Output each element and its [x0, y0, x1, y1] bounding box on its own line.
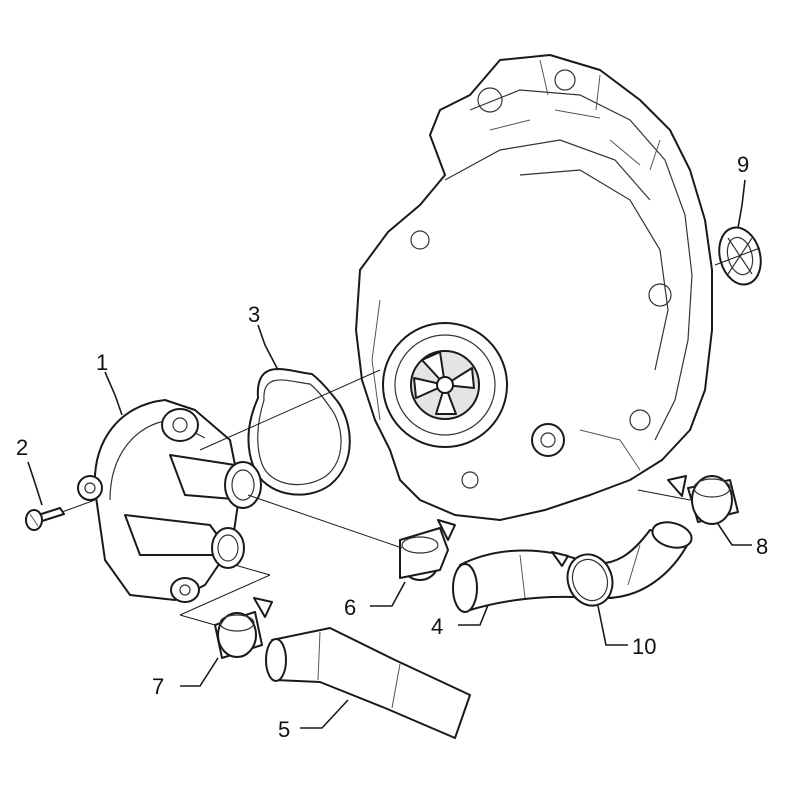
callout-6: 6 — [344, 595, 356, 620]
assembly-lines — [61, 247, 761, 626]
hose-clamp-6 — [399, 519, 456, 581]
water-pump-housing — [77, 399, 262, 603]
callout-8: 8 — [756, 534, 768, 559]
hose-clamp-7 — [214, 597, 273, 659]
callout-2: 2 — [16, 435, 28, 460]
callout-3: 3 — [248, 302, 260, 327]
callout-4: 4 — [431, 614, 443, 639]
coolant-hose-5 — [265, 627, 471, 739]
callout-7: 7 — [152, 674, 164, 699]
callout-9: 9 — [737, 152, 749, 177]
callout-5: 5 — [278, 717, 290, 742]
hose-clamp-10 — [551, 551, 614, 607]
screw — [25, 507, 65, 531]
callout-labels: 1 2 3 4 5 6 7 8 9 10 — [16, 152, 768, 742]
callout-1: 1 — [96, 350, 108, 375]
hose-clamp-8 — [667, 475, 739, 525]
callout-10: 10 — [632, 634, 656, 659]
leader-lines — [27, 179, 752, 729]
o-ring-gasket — [247, 368, 351, 496]
engine-cover — [355, 54, 713, 521]
